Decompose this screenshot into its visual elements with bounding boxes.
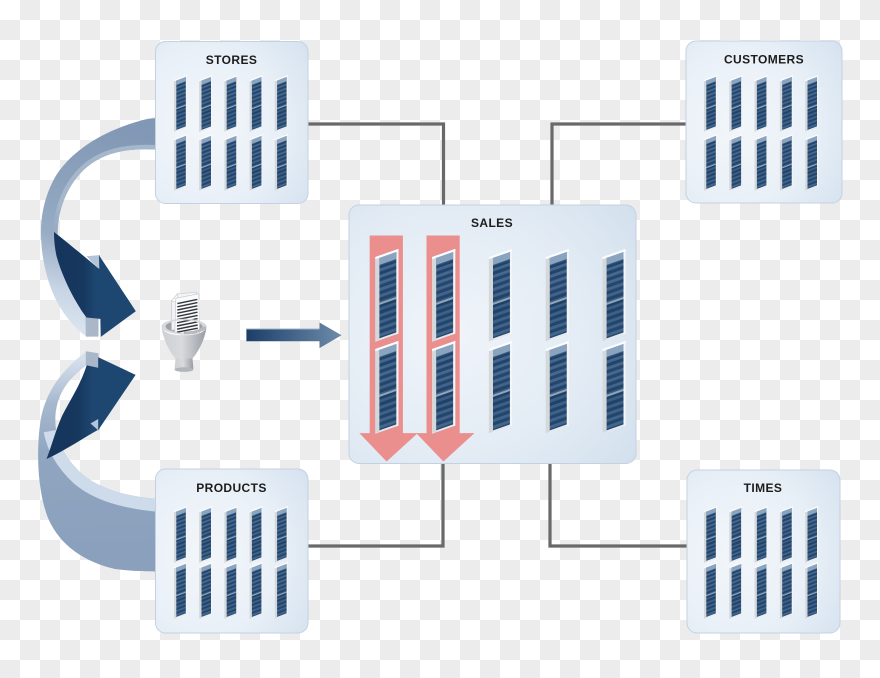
svg-text:TIMES: TIMES xyxy=(744,481,783,495)
svg-text:PRODUCTS: PRODUCTS xyxy=(196,481,267,495)
svg-text:SALES: SALES xyxy=(471,216,513,230)
svg-text:STORES: STORES xyxy=(206,53,258,67)
svg-text:CUSTOMERS: CUSTOMERS xyxy=(724,53,804,67)
